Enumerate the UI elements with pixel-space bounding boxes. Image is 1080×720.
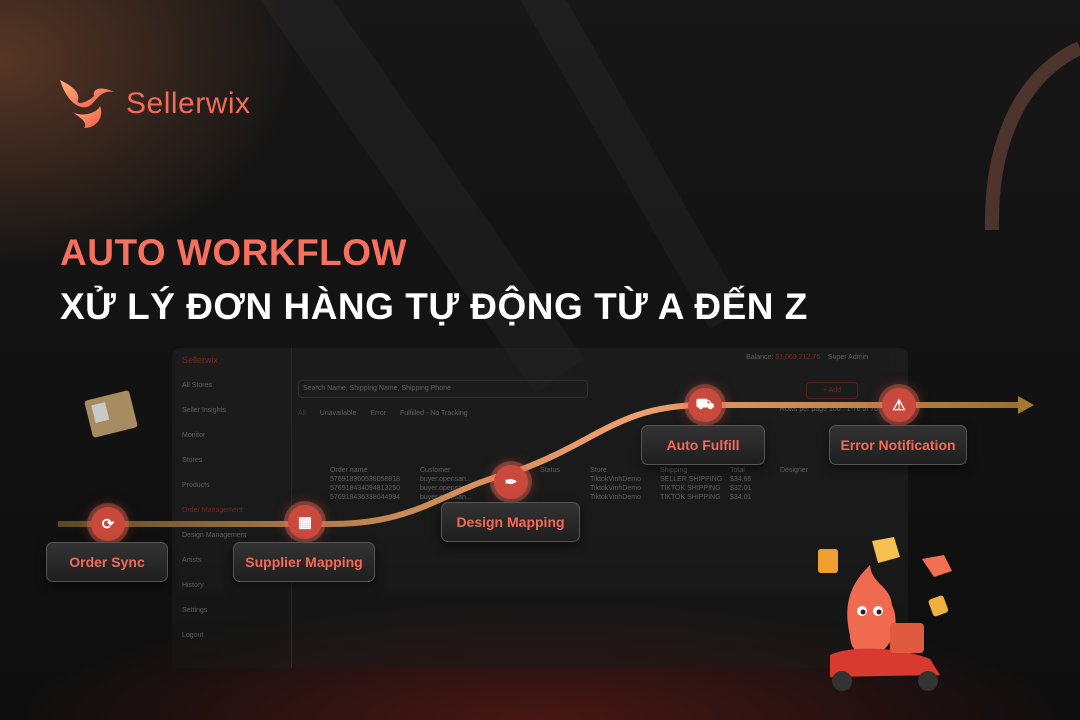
total: $34.66 (730, 476, 752, 483)
order-name: 576918436338044994 (330, 494, 401, 501)
table-row: 576918360538058818 buyer.opensan... Tikt… (330, 475, 908, 484)
pagination: Rows per page 100 1-76 of 76 (780, 406, 878, 413)
add-button: + Add (805, 382, 858, 399)
headline-subtitle: XỬ LÝ ĐƠN HÀNG TỰ ĐỘNG TỪ A ĐẾN Z (60, 286, 808, 327)
cubes-icon: ▦ (288, 505, 322, 539)
dashboard-sidebar: Sellerwix All Stores Seller Insights Mon… (172, 348, 292, 668)
store: TiktokVinhDemo (590, 476, 641, 483)
balance-label: Balance: (746, 354, 774, 361)
column-header: Order name (330, 467, 368, 474)
sidebar-item: Design Management (182, 532, 247, 539)
table-header: Order name Customer Status Store Shippin… (330, 466, 908, 475)
rows-per-page-value: 100 (828, 406, 841, 413)
delivery-truck-icon: ⛟ (688, 388, 722, 422)
column-header: Store (590, 467, 607, 474)
step-order-sync: Order Sync (46, 542, 168, 582)
customer: buyer.opensan... (420, 485, 472, 492)
tab: Error (370, 410, 386, 417)
balance-value: $1,069,212.76 (775, 354, 821, 361)
store: TiktokVinhDemo (590, 494, 641, 501)
sidebar-item: Monitor (182, 432, 206, 439)
total: $34.01 (730, 494, 752, 501)
step-auto-fulfill: Auto Fulfill (641, 425, 765, 465)
customer: buyer.opensan... (420, 476, 472, 483)
table-row: 576918436338044994 buyer.opensan... Tikt… (330, 493, 908, 502)
sellerwix-flame-icon (60, 80, 114, 128)
dashboard-search: Search Name, Shipping Name, Shipping Pho… (298, 380, 588, 398)
sidebar-item: Stores (182, 457, 203, 464)
sidebar-item: History (182, 582, 204, 589)
column-header: Shipping (660, 467, 688, 474)
brand-name: Sellerwix (126, 87, 251, 120)
sync-box-icon: ⟳ (91, 507, 125, 541)
shipping: SELLER SHIPPING (660, 476, 723, 483)
headline-title: AUTO WORKFLOW (60, 232, 407, 273)
step-supplier-mapping: Supplier Mapping (233, 542, 375, 582)
dashboard-logo: Sellerwix (182, 355, 219, 365)
column-header: Customer (420, 467, 451, 474)
warning-icon: ⚠ (882, 388, 916, 422)
sidebar-item: Seller Insights (182, 407, 226, 414)
sidebar-item: Order Management (182, 507, 243, 514)
tab: Unavailable (319, 410, 357, 417)
total: $32.01 (730, 485, 752, 492)
step-error-notification: Error Notification (829, 425, 967, 465)
pen-tool-icon: ✒ (494, 465, 528, 499)
customer: buyer.opensan... (420, 494, 472, 501)
page-range: 1-76 of 76 (846, 406, 878, 413)
brand-logo: Sellerwix (58, 78, 251, 130)
role: Super Admin (827, 354, 868, 361)
step-design-mapping: Design Mapping (441, 502, 580, 542)
sidebar-item: Products (182, 482, 210, 489)
sidebar-item: Artists (182, 557, 202, 564)
column-header: Designer (780, 467, 809, 474)
tab: Fulfilled - No Tracking (399, 410, 468, 417)
store: TiktokVinhDemo (590, 485, 641, 492)
column-header: Status (540, 467, 560, 474)
dashboard-tabs: All Unavailable Error Fulfilled - No Tra… (298, 410, 468, 417)
order-name: 576918360538058818 (330, 476, 401, 483)
column-header: Total (730, 467, 745, 474)
order-name: 576918434094813250 (330, 485, 401, 492)
rows-per-page-label: Rows per page (779, 406, 827, 413)
sidebar-item: Settings (182, 607, 208, 614)
tab: All (298, 410, 306, 417)
sidebar-item: All Stores (182, 382, 212, 389)
shipping: TIKTOK SHIPPING (660, 494, 721, 501)
sidebar-item: Logout (182, 632, 204, 639)
shipping: TIKTOK SHIPPING (660, 485, 721, 492)
mascot-illustration (818, 537, 952, 691)
dashboard-topbar: Balance: $1,069,212.76 Super Admin (292, 348, 908, 370)
table-row: 576918434094813250 buyer.opensan... Tikt… (330, 484, 908, 493)
